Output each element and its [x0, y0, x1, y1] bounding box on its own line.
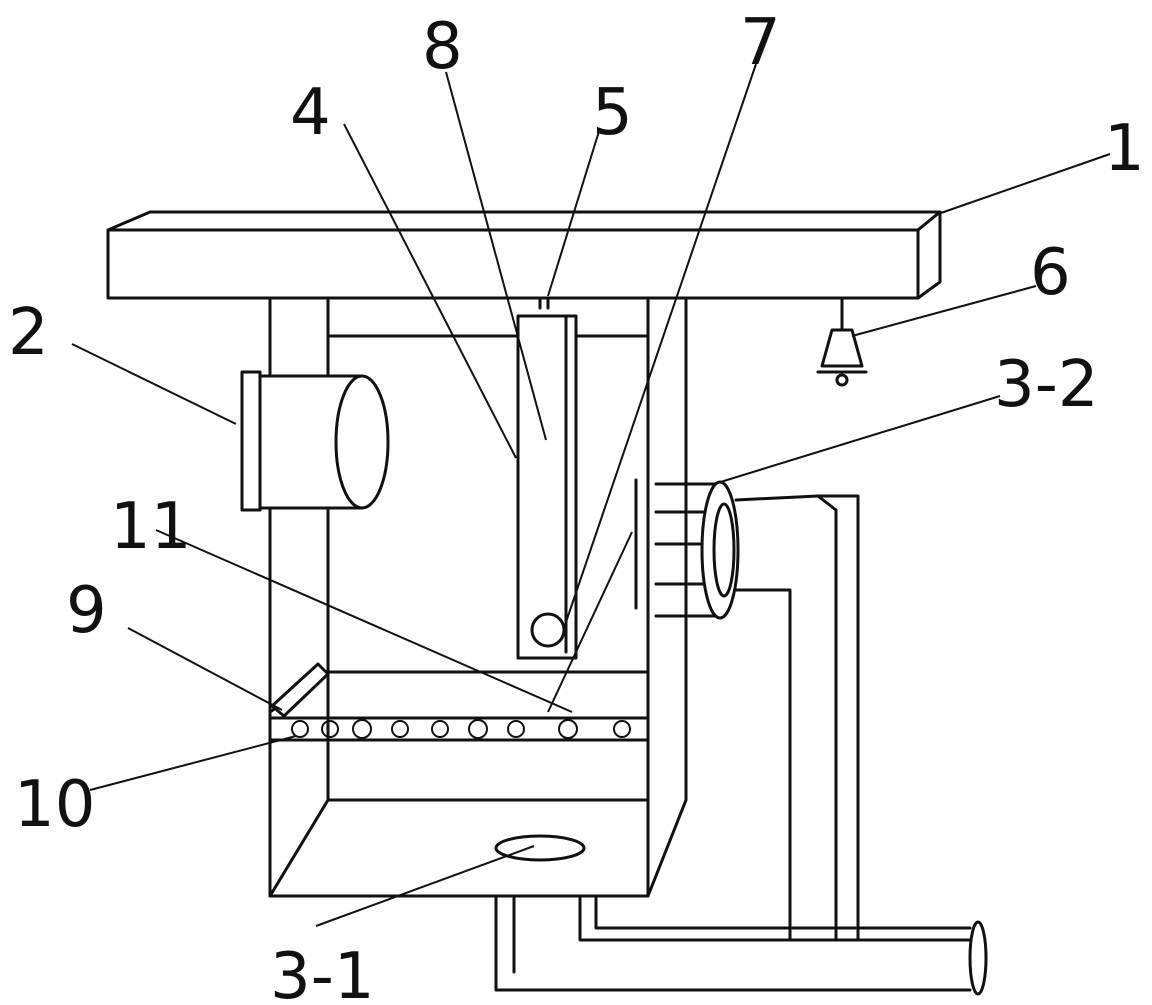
label-1: 1	[1104, 112, 1145, 186]
label-3-2: 3-2	[994, 348, 1099, 422]
outlet-pipe	[494, 478, 988, 996]
label-10: 10	[14, 768, 95, 842]
label-3-1: 3-1	[270, 940, 375, 1005]
vertical-tube	[516, 296, 578, 660]
bell-sensor	[816, 296, 868, 387]
inlet-cylinder	[240, 370, 390, 512]
label-6: 6	[1030, 236, 1071, 310]
filter-layer	[268, 716, 650, 742]
top-plate	[106, 210, 942, 300]
drain-outlet	[494, 834, 586, 862]
label-5: 5	[592, 76, 633, 150]
leader-lines	[71, 63, 1111, 927]
label-9: 9	[66, 574, 107, 648]
label-4: 4	[290, 76, 331, 150]
flap-part-9	[270, 662, 330, 718]
label-7: 7	[740, 6, 781, 80]
label-2: 2	[8, 296, 49, 370]
label-11: 11	[110, 490, 191, 564]
label-8: 8	[422, 10, 463, 84]
